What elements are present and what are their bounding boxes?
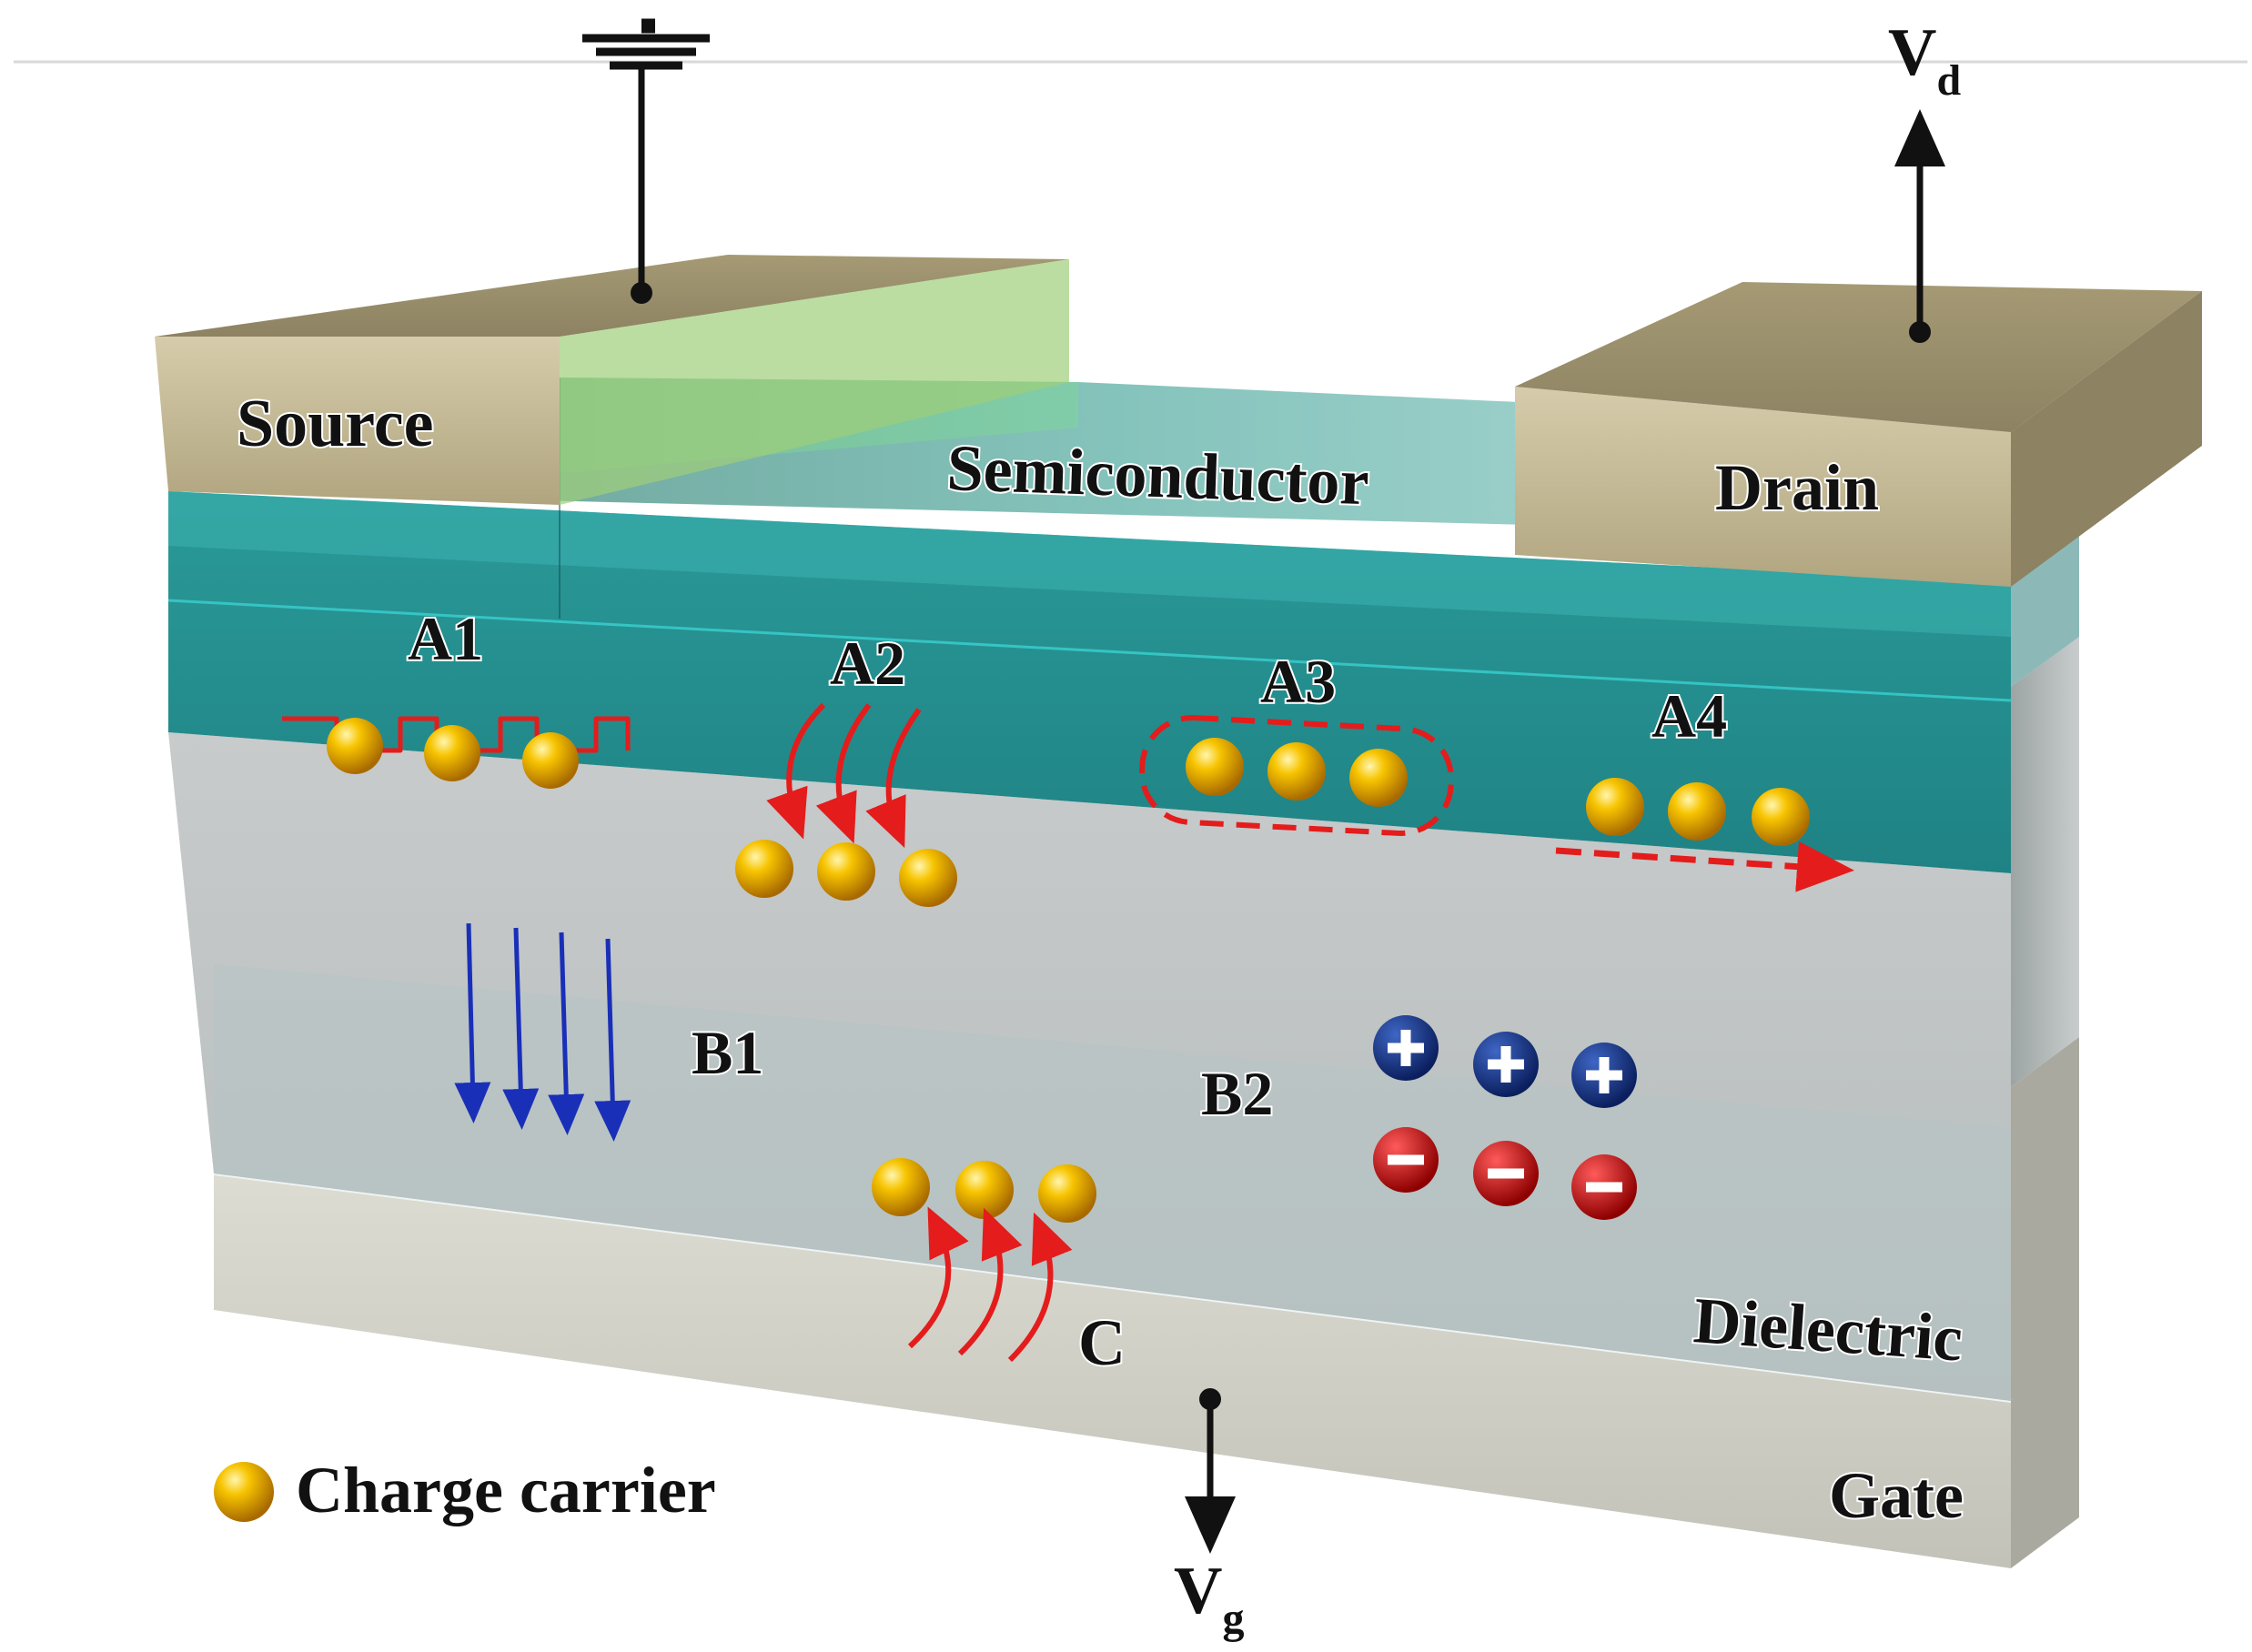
carrier-a4-1 <box>1586 778 1644 836</box>
gate-label: Gate <box>1829 1459 1964 1532</box>
c-arrow-3 <box>1007 1212 1073 1363</box>
drain-electrode <box>1515 282 2202 587</box>
drain-label: Drain <box>1715 451 1879 524</box>
positive-charge-icon <box>1571 1043 1637 1108</box>
b1-field-arrow-3 <box>548 932 585 1135</box>
vg-terminal <box>1185 1388 1236 1554</box>
carrier-a4-2 <box>1668 782 1726 841</box>
semiconductor-label: Semiconductor <box>945 431 1369 519</box>
carrier-a3-2 <box>1267 742 1326 801</box>
source-label: Source <box>237 387 434 461</box>
carrier-c-2 <box>955 1161 1014 1219</box>
carrier-a2-3 <box>899 849 957 907</box>
ground-icon <box>582 18 710 304</box>
carrier-a3-3 <box>1349 749 1408 807</box>
carrier-a1-2 <box>424 725 480 781</box>
c-arrow-1 <box>907 1206 969 1349</box>
carrier-a2-1 <box>735 840 793 898</box>
a3-localization-ring <box>1139 714 1454 837</box>
mechanism-a3-label: A3 <box>1260 647 1336 716</box>
carrier-a2-2 <box>817 842 875 901</box>
carrier-c-1 <box>872 1158 930 1216</box>
a2-arrow-3 <box>865 708 922 849</box>
positive-charge-icon <box>1473 1032 1539 1097</box>
b1-field-arrow-2 <box>502 927 540 1130</box>
mechanism-b2-label: B2 <box>1201 1059 1273 1128</box>
mechanism-b1-label: B1 <box>692 1018 763 1087</box>
charge-carrier-icon <box>214 1462 274 1522</box>
carrier-c-3 <box>1038 1164 1096 1223</box>
c-arrow-2 <box>957 1207 1023 1356</box>
legend: Charge carrier <box>214 1454 716 1526</box>
a2-arrow-2 <box>815 703 872 844</box>
negative-charge-icon <box>1373 1127 1439 1193</box>
a4-transport-arrow <box>1555 841 1854 892</box>
mechanism-a2-label: A2 <box>830 629 905 698</box>
mechanism-a4-label: A4 <box>1651 681 1727 750</box>
vg-label: Vg <box>1174 1554 1244 1643</box>
a2-arrow-1 <box>766 702 826 840</box>
dielectric-layer <box>168 637 2079 1401</box>
mechanism-a1-label: A1 <box>408 604 483 673</box>
carrier-a1-3 <box>522 732 579 789</box>
carrier-a1-1 <box>327 718 383 774</box>
carrier-a4-3 <box>1752 788 1810 846</box>
vd-label: Vd <box>1888 15 1961 105</box>
negative-charge-icon <box>1473 1141 1539 1206</box>
b1-field-arrow-4 <box>594 938 631 1142</box>
mechanism-c-label: C <box>1078 1306 1126 1379</box>
vd-terminal <box>1894 109 1945 343</box>
carrier-a3-1 <box>1186 738 1244 796</box>
source-electrode <box>155 255 1069 505</box>
negative-charge-icon <box>1571 1154 1637 1220</box>
positive-charge-icon <box>1373 1015 1439 1081</box>
legend-label: Charge carrier <box>296 1454 716 1526</box>
b1-field-arrow-1 <box>454 922 491 1123</box>
